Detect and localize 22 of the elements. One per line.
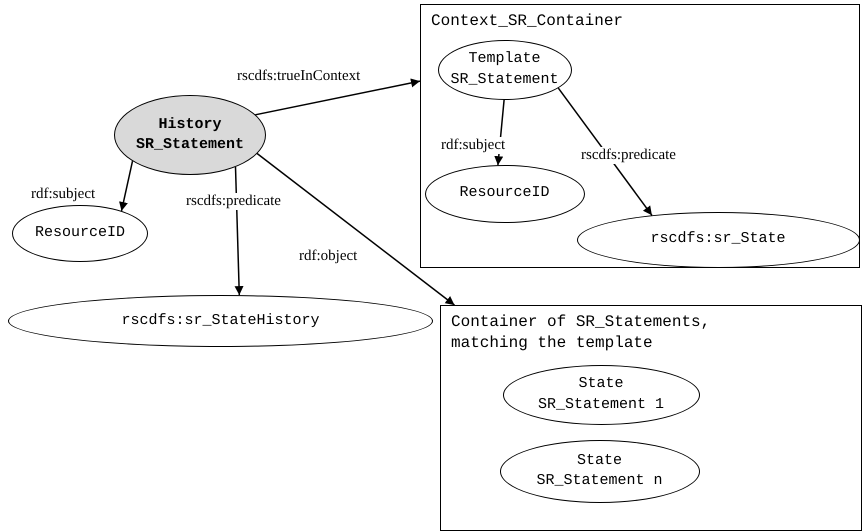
container-box xyxy=(420,4,860,268)
node-label: rscdfs:sr_StateHistory xyxy=(121,310,320,331)
container-title: Container of SR_Statements, matching the template xyxy=(451,312,712,354)
node-label: State SR_Statement 1 xyxy=(536,374,666,414)
container-title: Context_SR_Container xyxy=(431,11,624,32)
edge-label: rdf:subject xyxy=(440,137,506,154)
arrow xyxy=(119,160,134,212)
arrow xyxy=(234,166,244,296)
arrow xyxy=(256,152,455,306)
edge-label: rdf:object xyxy=(298,248,358,265)
arrow xyxy=(255,78,420,116)
arrow xyxy=(558,88,652,216)
node-label: rscdfs:sr_State xyxy=(650,229,786,250)
node-label: ResourceID xyxy=(459,183,550,204)
edge-label: rscdfs:predicate xyxy=(580,147,677,164)
edge-label: rscdfs:predicate xyxy=(185,193,282,210)
node-label: State SR_Statement n xyxy=(535,450,664,491)
node-label: History SR_Statement xyxy=(134,114,246,155)
container-box xyxy=(440,305,862,531)
edge-label: rdf:subject xyxy=(30,186,96,203)
node-label: Template SR_Statement xyxy=(449,49,560,90)
node-label: ResourceID xyxy=(34,223,125,244)
